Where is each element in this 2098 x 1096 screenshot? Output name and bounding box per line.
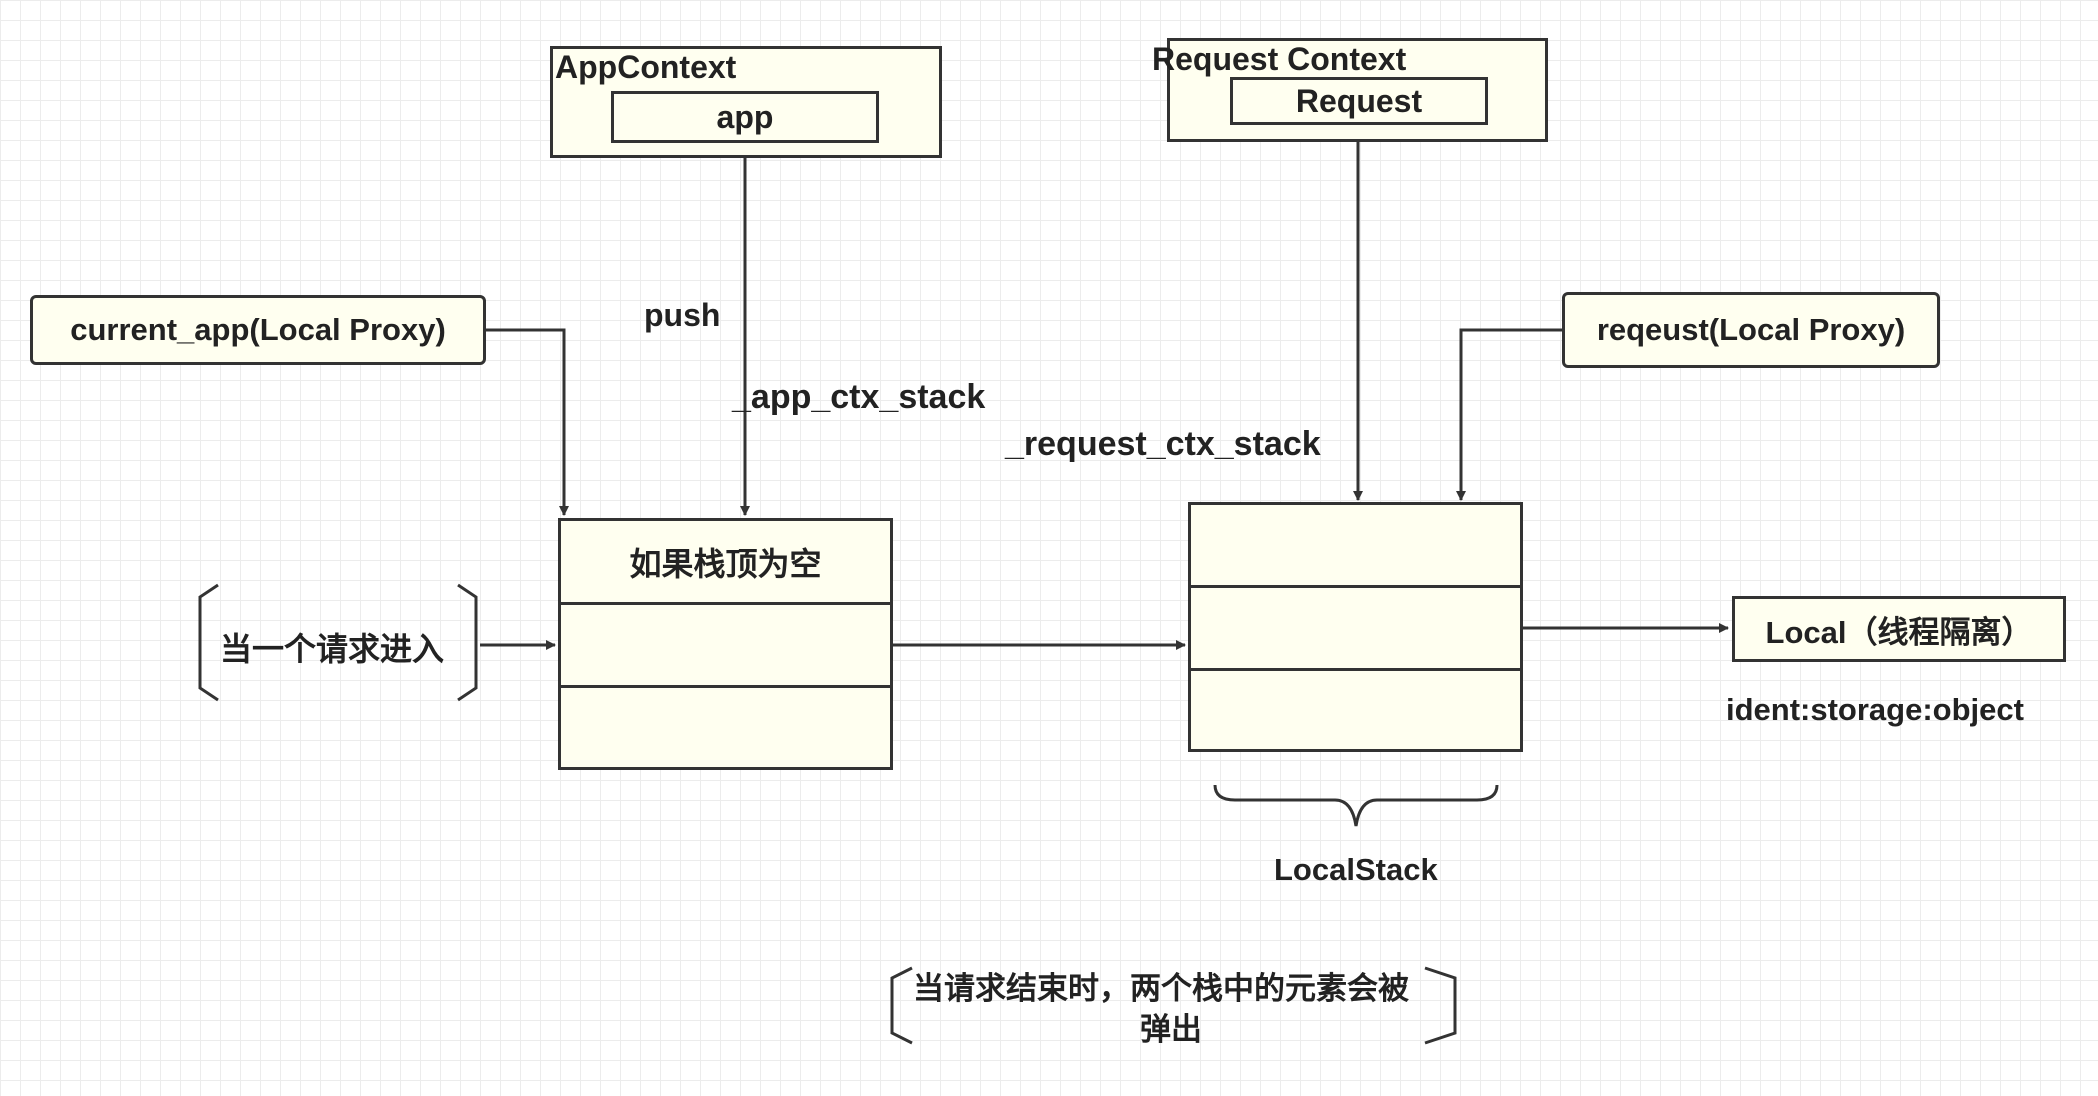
request-context-title: Request Context xyxy=(1152,41,1407,77)
request-stack-row-middle xyxy=(1191,588,1520,671)
app-context-box: AppContext app xyxy=(550,46,942,158)
request-stack-box xyxy=(1188,502,1523,752)
push-label: push xyxy=(644,297,721,333)
local-box: Local（线程隔离） xyxy=(1732,596,2066,662)
app-inner-box: app xyxy=(611,91,879,143)
request-enter-label: 当一个请求进入 xyxy=(220,631,445,667)
end-note-line-1: 当请求结束时，两个栈中的元素会被 xyxy=(913,971,1409,1006)
localstack-brace xyxy=(1213,784,1499,827)
app-context-title: AppContext xyxy=(555,49,737,85)
right-bracket-request-enter xyxy=(457,583,478,702)
current-app-proxy-box: current_app(Local Proxy) xyxy=(30,295,486,365)
end-note-line-2: 弹出 xyxy=(1140,1012,1202,1047)
app-stack-row-middle xyxy=(561,605,890,688)
request-stack-row-bottom xyxy=(1191,671,1520,752)
app-ctx-stack-label: _app_ctx_stack xyxy=(732,378,986,416)
right-bracket-end-note xyxy=(1424,966,1457,1045)
app-stack-row-bottom xyxy=(561,688,890,770)
arrow-request-proxy-to-stack xyxy=(1456,328,1562,501)
arrow-current-app-to-stack xyxy=(486,328,569,516)
app-stack-box: 如果栈顶为空 xyxy=(558,518,893,770)
request-inner-box: Request xyxy=(1230,77,1488,125)
left-bracket-request-enter xyxy=(198,583,219,702)
request-stack-row-top xyxy=(1191,505,1520,588)
local-storage-label: ident:storage:object xyxy=(1726,692,2024,727)
left-bracket-end-note xyxy=(890,966,913,1045)
app-stack-row-top: 如果栈顶为空 xyxy=(561,521,890,605)
local-stack-label: LocalStack xyxy=(1274,852,1438,887)
request-proxy-box: reqeust(Local Proxy) xyxy=(1562,292,1940,368)
request-context-box: Request Context Request xyxy=(1152,38,1548,142)
request-ctx-stack-label: _request_ctx_stack xyxy=(1005,425,1321,463)
